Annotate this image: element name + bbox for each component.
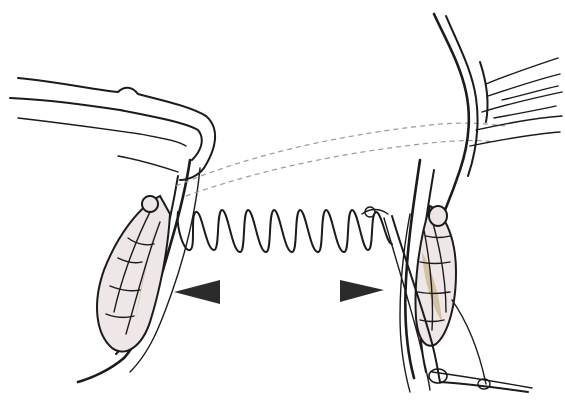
arrow-right-icon — [340, 280, 384, 302]
left-upper-layer — [10, 78, 215, 180]
arrow-left-icon — [174, 280, 220, 304]
running-suture — [178, 207, 392, 252]
left-arrow — [174, 280, 220, 304]
right-arrow — [340, 280, 384, 302]
right-tissue-bundle — [416, 206, 456, 346]
left-knot-circle — [142, 196, 158, 212]
left-tissue-bundle — [97, 196, 170, 352]
right-upper-layers — [432, 14, 562, 240]
right-knot-circle — [429, 206, 447, 226]
